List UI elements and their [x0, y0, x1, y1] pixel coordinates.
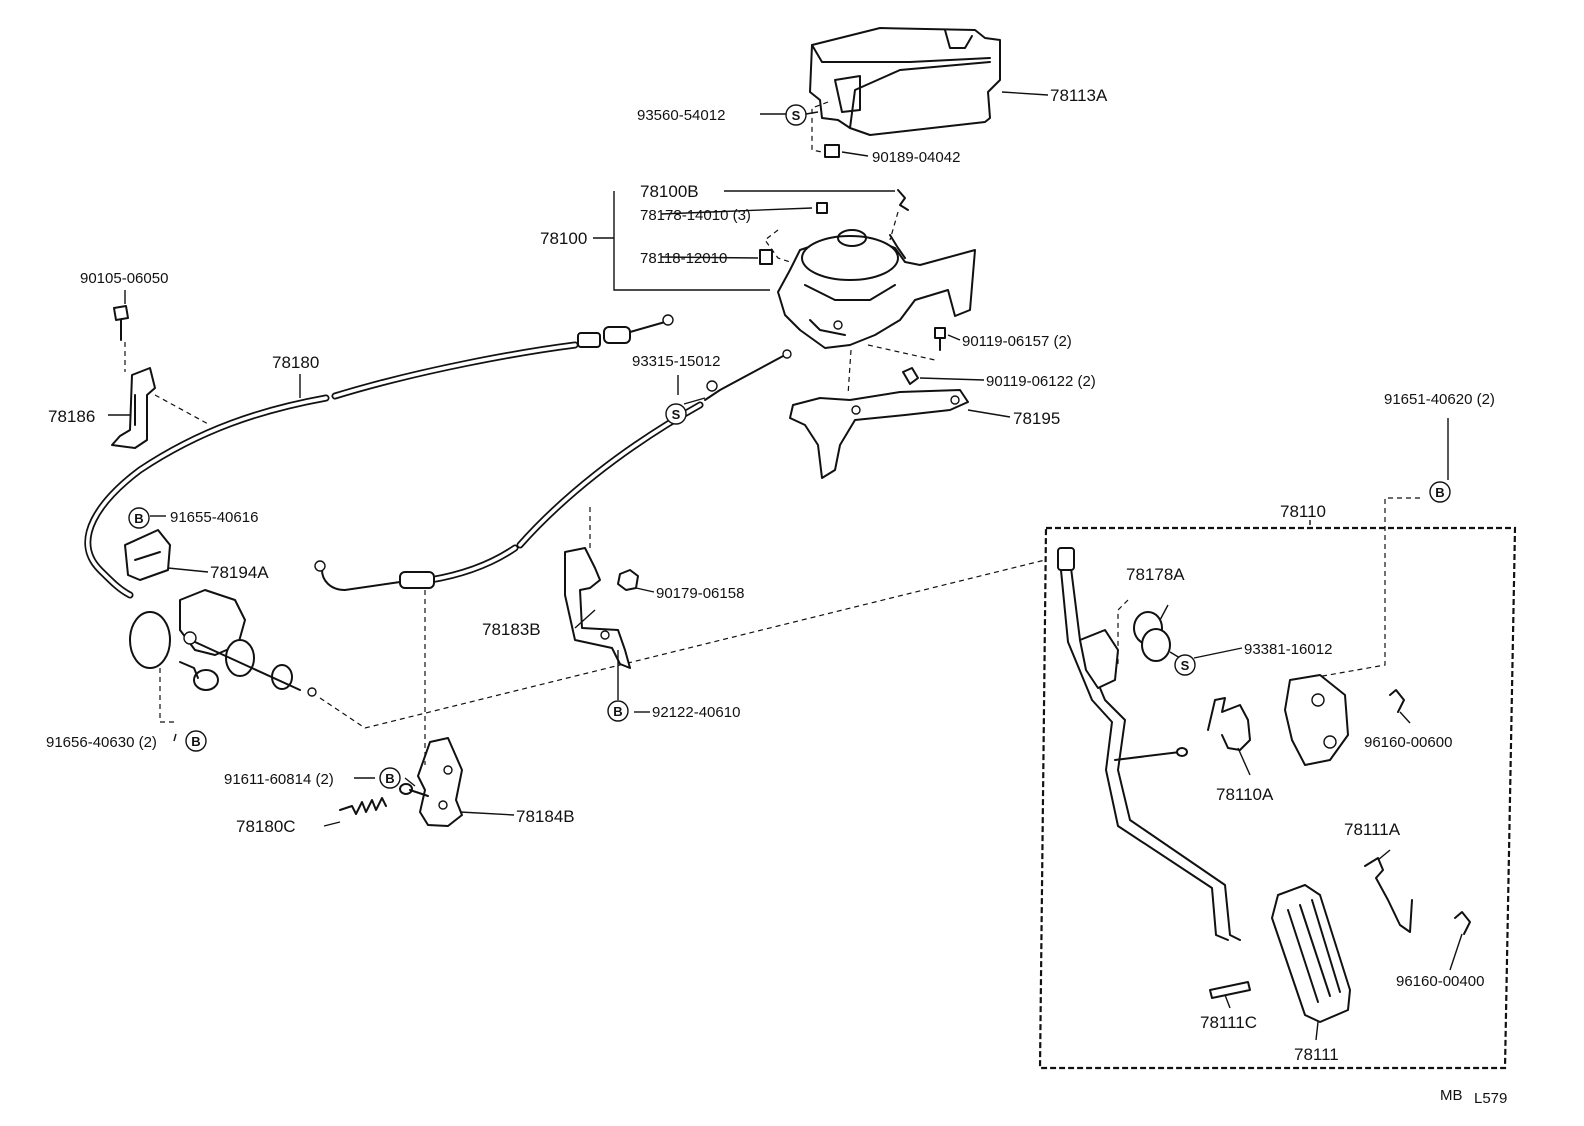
- label-78100: 78100: [540, 229, 587, 248]
- label-78184B: 78184B: [516, 807, 575, 826]
- diagram-code-right: L579: [1474, 1090, 1507, 1107]
- accelerator-cable: [314, 349, 792, 591]
- label-91656-40630: 91656-40630 (2): [46, 734, 157, 751]
- stopper-78178A: [1133, 611, 1171, 662]
- bolt-90105-06050: [113, 305, 129, 341]
- label-78110: 78110: [1280, 502, 1326, 521]
- label-90119-06122: 90119-06122 (2): [986, 373, 1096, 390]
- svg-text:B: B: [1435, 485, 1444, 500]
- label-90189-04042: 90189-04042: [872, 149, 960, 166]
- svg-text:B: B: [191, 734, 200, 749]
- label-78194A: 78194A: [210, 563, 269, 582]
- label-78111: 78111: [1294, 1045, 1339, 1064]
- label-91611-60814: 91611-60814 (2): [224, 771, 334, 788]
- label-90179-06158: 90179-06158: [656, 585, 744, 602]
- bolt-90119-06157: [934, 327, 946, 351]
- label-78186: 78186: [48, 407, 95, 426]
- symbol-B-91656: B: [185, 730, 207, 752]
- bolt-90119-06122: [902, 367, 919, 385]
- spring-78180C: [339, 797, 387, 815]
- label-96160-00400: 96160-00400: [1396, 973, 1484, 990]
- clip-96160-00400: [1454, 911, 1471, 935]
- label-78111A: 78111A: [1344, 820, 1401, 839]
- bracket-78183B: [564, 547, 631, 669]
- label-91655-40616: 91655-40616: [170, 509, 258, 526]
- cable-78180: [84, 314, 674, 599]
- label-93560-54012: 93560-54012: [637, 107, 725, 124]
- label-93315-15012: 93315-15012: [632, 353, 720, 370]
- symbol-B-91655: B: [128, 507, 150, 529]
- svg-text:B: B: [613, 704, 622, 719]
- pin-78111C: [1209, 981, 1251, 999]
- label-78178-14010: 78178-14010 (3): [640, 207, 751, 224]
- cover-78113A: [809, 27, 1001, 158]
- nut-90179-06158: [617, 569, 639, 591]
- label-78100B: 78100B: [640, 182, 699, 201]
- svg-text:S: S: [792, 108, 801, 123]
- symbol-S-93381: S: [1174, 654, 1196, 676]
- label-78113A: 78113A: [1050, 86, 1108, 105]
- label-78178A: 78178A: [1126, 565, 1185, 584]
- leader-lines: [108, 91, 1463, 1041]
- symbol-B-91611: B: [379, 767, 401, 789]
- label-78111C: 78111C: [1200, 1013, 1257, 1032]
- pedal-pad-78111: [1271, 884, 1351, 1023]
- pedal-assembly-box-78110: [1038, 526, 1517, 1070]
- label-78180C: 78180C: [236, 817, 296, 836]
- svg-text:B: B: [385, 771, 394, 786]
- bracket-78195: [789, 389, 969, 479]
- lever-78184B: [417, 737, 463, 827]
- label-78180: 78180: [272, 353, 319, 372]
- diagram-code-left: MB: [1440, 1087, 1463, 1104]
- svg-text:S: S: [672, 407, 681, 422]
- symbol-S-93315: S: [665, 403, 687, 425]
- label-78183B: 78183B: [482, 620, 541, 639]
- label-90105-06050: 90105-06050: [80, 270, 168, 287]
- symbol-B-92122: B: [607, 700, 629, 722]
- pin-91611: [399, 783, 429, 797]
- label-78110A: 78110A: [1216, 785, 1274, 804]
- spring-78111A: [1364, 857, 1413, 933]
- clip-96160-00600: [1389, 689, 1405, 713]
- actuator-78100: [759, 189, 976, 349]
- throttle-link-assembly: [129, 589, 317, 697]
- label-78195: 78195: [1013, 409, 1060, 428]
- pedal-arm-78110: [1057, 547, 1241, 941]
- svg-text:B: B: [134, 511, 143, 526]
- svg-text:S: S: [1181, 658, 1190, 673]
- label-91651-40620: 91651-40620 (2): [1384, 391, 1495, 408]
- spring-78110A: [1207, 697, 1251, 751]
- bracket-78186: [111, 367, 156, 449]
- clip-78194A: [124, 529, 171, 581]
- label-92122-40610: 92122-40610: [652, 704, 740, 721]
- label-78118-12010: 78118-12010: [640, 250, 727, 267]
- label-96160-00600: 96160-00600: [1364, 734, 1452, 751]
- symbol-B-91651: B: [1429, 481, 1451, 503]
- label-93381-16012: 93381-16012: [1244, 641, 1332, 658]
- label-90119-06157: 90119-06157 (2): [962, 333, 1072, 350]
- symbol-S-93560: S: [785, 104, 807, 126]
- pedal-bracket-plate: [1284, 674, 1349, 766]
